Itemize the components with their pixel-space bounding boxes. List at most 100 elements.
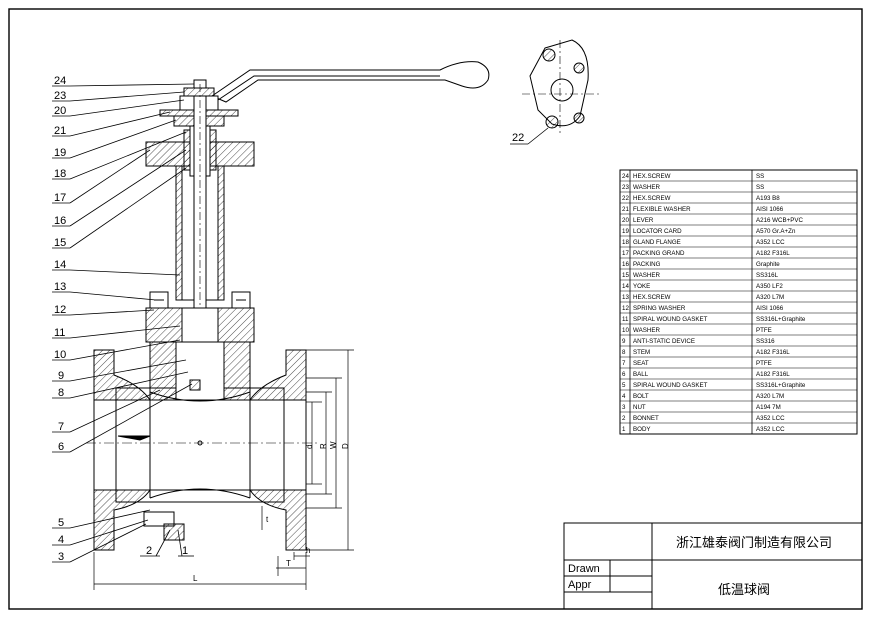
callout-8: 8 bbox=[58, 387, 64, 399]
bom-cell-material: SS bbox=[756, 184, 764, 191]
bom-cell-material: SS316 bbox=[756, 338, 775, 345]
callout-24: 24 bbox=[54, 75, 66, 87]
bom-cell-material: SS316L+Graphite bbox=[756, 382, 806, 389]
bom-cell-no: 3 bbox=[622, 404, 626, 411]
bom-cell-name: YOKE bbox=[633, 283, 650, 290]
bom-cell-no: 9 bbox=[622, 338, 626, 345]
bom-cell-no: 14 bbox=[622, 283, 629, 290]
callout-labels: 24 23 20 21 19 18 17 16 15 14 13 12 11 1… bbox=[54, 75, 524, 563]
bom-cell-no: 22 bbox=[622, 195, 629, 202]
dim-t: t bbox=[266, 515, 269, 524]
bom-cell-name: PACKING bbox=[633, 261, 661, 268]
bom-cell-name: WASHER bbox=[633, 184, 660, 191]
callout-14: 14 bbox=[54, 259, 66, 271]
callout-6: 6 bbox=[58, 441, 64, 453]
callout-4: 4 bbox=[58, 534, 64, 546]
bom-cell-name: WASHER bbox=[633, 327, 660, 334]
leader-lines bbox=[52, 83, 195, 563]
dim-R: R bbox=[319, 443, 328, 449]
callout-20: 20 bbox=[54, 105, 66, 117]
bom-cell-material: A182 F316L bbox=[756, 349, 790, 356]
bom-cell-no: 12 bbox=[622, 305, 629, 312]
bom-cell-name: HEX.SCREW bbox=[633, 195, 671, 202]
callout-11: 11 bbox=[54, 327, 65, 339]
bom-cell-no: 11 bbox=[622, 316, 629, 323]
bom-cell-name: HEX.SCREW bbox=[633, 173, 671, 180]
bom-cell-name: BALL bbox=[633, 371, 649, 378]
callout-10: 10 bbox=[54, 349, 66, 361]
bom-cell-material: A194 7M bbox=[756, 404, 781, 411]
dimension-lines bbox=[93, 349, 354, 590]
dim-T: T bbox=[286, 559, 291, 568]
bom-cell-name: PACKING GRAND bbox=[633, 250, 685, 257]
bom-cell-material: A182 F316L bbox=[756, 250, 790, 257]
drawn-label: Drawn bbox=[568, 563, 600, 575]
bom-cell-material: A352 LCC bbox=[756, 426, 785, 433]
bom-cell-material: A352 LCC bbox=[756, 239, 785, 246]
callout-15: 15 bbox=[54, 237, 66, 249]
callout-23: 23 bbox=[54, 90, 66, 102]
bom-cell-name: HEX.SCREW bbox=[633, 294, 671, 301]
bom-cell-material: SS316L bbox=[756, 272, 779, 279]
callout-2: 2 bbox=[146, 545, 152, 557]
title-block bbox=[563, 522, 863, 610]
callout-5: 5 bbox=[58, 517, 64, 529]
bom-cell-name: GLAND FLANGE bbox=[633, 239, 681, 246]
bom-cell-name: LOCATOR CARD bbox=[633, 228, 682, 235]
bom-cell-name: BOLT bbox=[633, 393, 649, 400]
callout-1: 1 bbox=[182, 545, 188, 557]
sheet-border bbox=[8, 8, 863, 610]
valve-section-view bbox=[86, 61, 490, 590]
callout-16: 16 bbox=[54, 215, 66, 227]
bom-cell-no: 7 bbox=[622, 360, 626, 367]
bom-cell-material: AISI 1066 bbox=[756, 305, 784, 312]
bom-cell-no: 17 bbox=[622, 250, 629, 257]
bom-cell-name: SPIRAL WOUND GASKET bbox=[633, 382, 708, 389]
bom-cell-material: Graphite bbox=[756, 261, 780, 268]
bom-cell-no: 10 bbox=[622, 327, 629, 334]
bom-cell-no: 13 bbox=[622, 294, 629, 301]
bom-cell-no: 18 bbox=[622, 239, 629, 246]
bom-cell-name: LEVER bbox=[633, 217, 654, 224]
bom-cell-no: 1 bbox=[622, 426, 626, 433]
dim-D: D bbox=[341, 443, 350, 449]
bom-cell-material: A193 B8 bbox=[756, 195, 780, 202]
bom-cell-name: BODY bbox=[633, 426, 651, 433]
bom-cell-no: 8 bbox=[622, 349, 626, 356]
bom-cell-material: SS316L+Graphite bbox=[756, 316, 806, 323]
appr-label: Appr bbox=[568, 579, 592, 591]
bom-cell-name: STEM bbox=[633, 349, 650, 356]
bonnet-flange bbox=[145, 291, 255, 343]
drawing-title: 低温球阀 bbox=[718, 583, 770, 598]
callout-19: 19 bbox=[54, 147, 66, 159]
bom-cell-material: A320 L7M bbox=[756, 294, 784, 301]
bom-cell-name: NUT bbox=[633, 404, 646, 411]
bom-cell-name: SPIRAL WOUND GASKET bbox=[633, 316, 708, 323]
bom-cell-no: 24 bbox=[622, 173, 629, 180]
bom-cell-name: FLEXIBLE WASHER bbox=[633, 206, 691, 213]
bom-cell-no: 20 bbox=[622, 217, 629, 224]
callout-13: 13 bbox=[54, 281, 66, 293]
bom-cell-material: A182 F316L bbox=[756, 371, 790, 378]
dim-L: L bbox=[193, 574, 198, 583]
dim-d: d bbox=[305, 445, 314, 449]
callout-22: 22 bbox=[512, 132, 524, 144]
locator-card-detail bbox=[510, 39, 600, 145]
callout-3: 3 bbox=[58, 551, 64, 563]
bom-cell-material: A352 LCC bbox=[756, 415, 785, 422]
lever bbox=[210, 61, 490, 103]
bom-cell-no: 23 bbox=[622, 184, 629, 191]
bom-cell-name: WASHER bbox=[633, 272, 660, 279]
bom-cell-no: 19 bbox=[622, 228, 629, 235]
bom-cell-no: 21 bbox=[622, 206, 629, 213]
bom-cell-name: SPRING WASHER bbox=[633, 305, 686, 312]
callout-17: 17 bbox=[54, 192, 66, 204]
bom-cell-material: A350 LF2 bbox=[756, 283, 783, 290]
callout-12: 12 bbox=[54, 304, 66, 316]
bom-cell-material: PTFE bbox=[756, 360, 772, 367]
bom-cell-name: SEAT bbox=[633, 360, 649, 367]
bom-cell-material: A216 WCB+PVC bbox=[756, 217, 803, 224]
bom-cell-material: A570 Gr.A+Zn bbox=[756, 228, 796, 235]
